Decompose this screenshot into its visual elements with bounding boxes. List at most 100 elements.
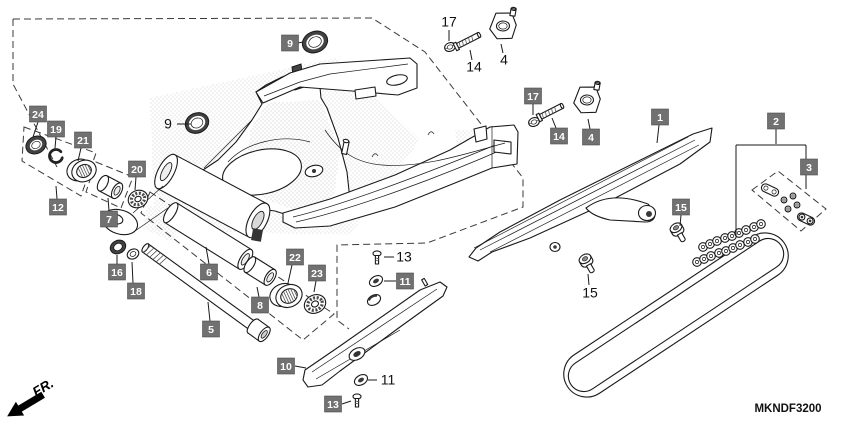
svg-text:5: 5	[208, 324, 214, 336]
callout-boxed-14: 14	[550, 117, 568, 145]
part-code: MKNDF3200	[754, 403, 821, 415]
hose-guide-pin	[341, 138, 350, 156]
guard-bracket	[585, 197, 656, 223]
pivot-pipe-6	[162, 202, 254, 270]
pivot-collar-7	[96, 174, 124, 200]
svg-text:13: 13	[327, 399, 339, 411]
svg-text:23: 23	[311, 268, 323, 280]
callout-boxed-16: 16	[108, 255, 126, 281]
pivot-tube	[154, 153, 271, 239]
callout-plain-17: 17	[441, 14, 457, 41]
adjuster-bolt-14-a	[452, 30, 483, 52]
fr-direction: FR.	[7, 376, 56, 417]
pivot-seal-9-left	[184, 112, 210, 134]
callout-boxed-18: 18	[127, 261, 145, 300]
ball-bearing-20	[127, 189, 149, 209]
callout-boxed-24: 24	[29, 105, 47, 138]
chain-guard-1	[468, 127, 713, 262]
svg-text:13: 13	[396, 249, 412, 265]
pivot-bolt-5	[141, 243, 271, 343]
callout-boxed-21: 21	[74, 131, 92, 162]
callout-boxed-17: 17	[524, 87, 542, 115]
svg-text:17: 17	[441, 14, 457, 30]
svg-text:22: 22	[289, 252, 301, 264]
callout-plain-11: 11	[368, 372, 395, 388]
callout-plain-9: 9	[164, 116, 191, 132]
master-link-kit-3	[760, 183, 816, 226]
svg-text:15: 15	[582, 285, 598, 301]
svg-text:8: 8	[257, 300, 263, 312]
svg-text:19: 19	[50, 124, 62, 136]
drive-chain-2	[563, 232, 789, 398]
grommet-11-upper	[366, 272, 386, 290]
callout-boxed-20: 20	[128, 160, 146, 191]
callout-boxed-19: 19	[47, 120, 65, 149]
svg-text:9: 9	[287, 38, 293, 50]
chain-slider-10	[302, 281, 448, 388]
ball-bearing-23	[303, 294, 327, 314]
slider-boss	[348, 347, 366, 361]
axle-slot-left	[386, 74, 408, 86]
callout-plain-4: 4	[500, 43, 508, 68]
callout-boxed-2: 2	[767, 112, 785, 144]
svg-text:24: 24	[32, 109, 44, 121]
swingarm	[101, 57, 519, 242]
svg-text:11: 11	[381, 372, 396, 388]
callout-boxed-4: 4	[582, 118, 600, 146]
svg-text:14: 14	[466, 59, 482, 75]
callout-boxed-6: 6	[200, 246, 218, 281]
washer-18	[126, 248, 140, 260]
slider-mount-shadow	[251, 228, 263, 242]
screw-13-lower	[352, 393, 362, 408]
callout-boxed-23: 23	[308, 264, 326, 293]
swingarm-upper-arm	[255, 57, 418, 104]
svg-text:2: 2	[773, 116, 779, 128]
chain-guard-group	[468, 127, 713, 276]
callout-boxed-13: 13	[324, 395, 352, 413]
master-link-kit-outline	[751, 170, 827, 232]
collar-8	[243, 256, 277, 286]
svg-text:18: 18	[130, 286, 142, 298]
svg-text:14: 14	[553, 131, 565, 143]
callout-plain-14: 14	[466, 49, 482, 75]
needle-bearing-22	[269, 282, 303, 309]
svg-text:3: 3	[806, 162, 812, 174]
svg-text:1: 1	[657, 112, 663, 124]
svg-text:4: 4	[500, 52, 508, 68]
adjuster-bolt-14-b	[535, 101, 566, 123]
end-plate-4-b	[571, 75, 606, 118]
callout-boxed-9: 9	[281, 34, 304, 52]
callout-boxed-3: 3	[800, 158, 818, 176]
guard-bolt-15-b	[576, 251, 599, 276]
lock-nut-16	[109, 239, 127, 255]
snap-ring-19	[48, 148, 64, 164]
swingarm-lower-arm	[282, 124, 519, 229]
svg-text:12: 12	[52, 202, 64, 214]
callout-boxed-12: 12	[49, 185, 67, 216]
callout-boxed-22: 22	[286, 248, 304, 284]
callout-boxed-15: 15	[672, 198, 690, 227]
slider-grommet-upper	[366, 294, 382, 306]
svg-text:6: 6	[206, 267, 212, 279]
callout-boxed-11: 11	[384, 272, 414, 290]
callout-plain-15: 15	[582, 273, 598, 301]
brake-hose	[324, 129, 506, 166]
axle-slot-right	[493, 139, 512, 155]
callout-plain-13: 13	[384, 249, 412, 265]
callout-boxed-1: 1	[651, 108, 669, 144]
svg-text:7: 7	[106, 214, 112, 226]
svg-text:21: 21	[77, 135, 89, 147]
callout-boxed-7: 7	[100, 197, 118, 228]
svg-text:17: 17	[527, 91, 539, 103]
callout-boxed-8: 8	[251, 286, 269, 314]
svg-text:16: 16	[111, 267, 123, 279]
pivot-seal-9-top	[301, 30, 329, 54]
svg-text:4: 4	[588, 132, 594, 144]
svg-text:10: 10	[280, 361, 292, 373]
needle-bearing-21	[66, 158, 97, 183]
svg-text:11: 11	[399, 276, 410, 288]
callout-boxed-5: 5	[202, 301, 220, 338]
callout-boxed-10: 10	[277, 357, 307, 375]
